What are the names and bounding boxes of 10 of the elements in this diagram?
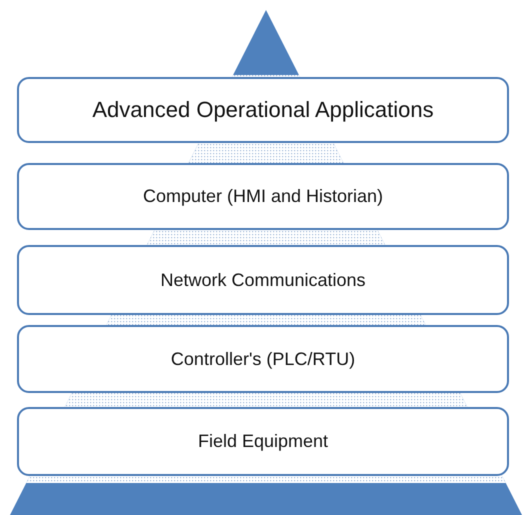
- layer-label: Network Communications: [160, 270, 366, 290]
- layer-box: [17, 325, 509, 393]
- layer-box: [17, 245, 509, 315]
- layer-label: Field Equipment: [198, 431, 328, 452]
- layer-label: Computer (HMI and Historian): [142, 186, 384, 207]
- layer-box: [17, 407, 509, 476]
- layer-label: Advanced Operational Applications: [92, 97, 434, 123]
- layer-label: Controller's (PLC/RTU): [170, 348, 356, 370]
- layer-box: [17, 163, 509, 230]
- layer-box: [17, 77, 509, 143]
